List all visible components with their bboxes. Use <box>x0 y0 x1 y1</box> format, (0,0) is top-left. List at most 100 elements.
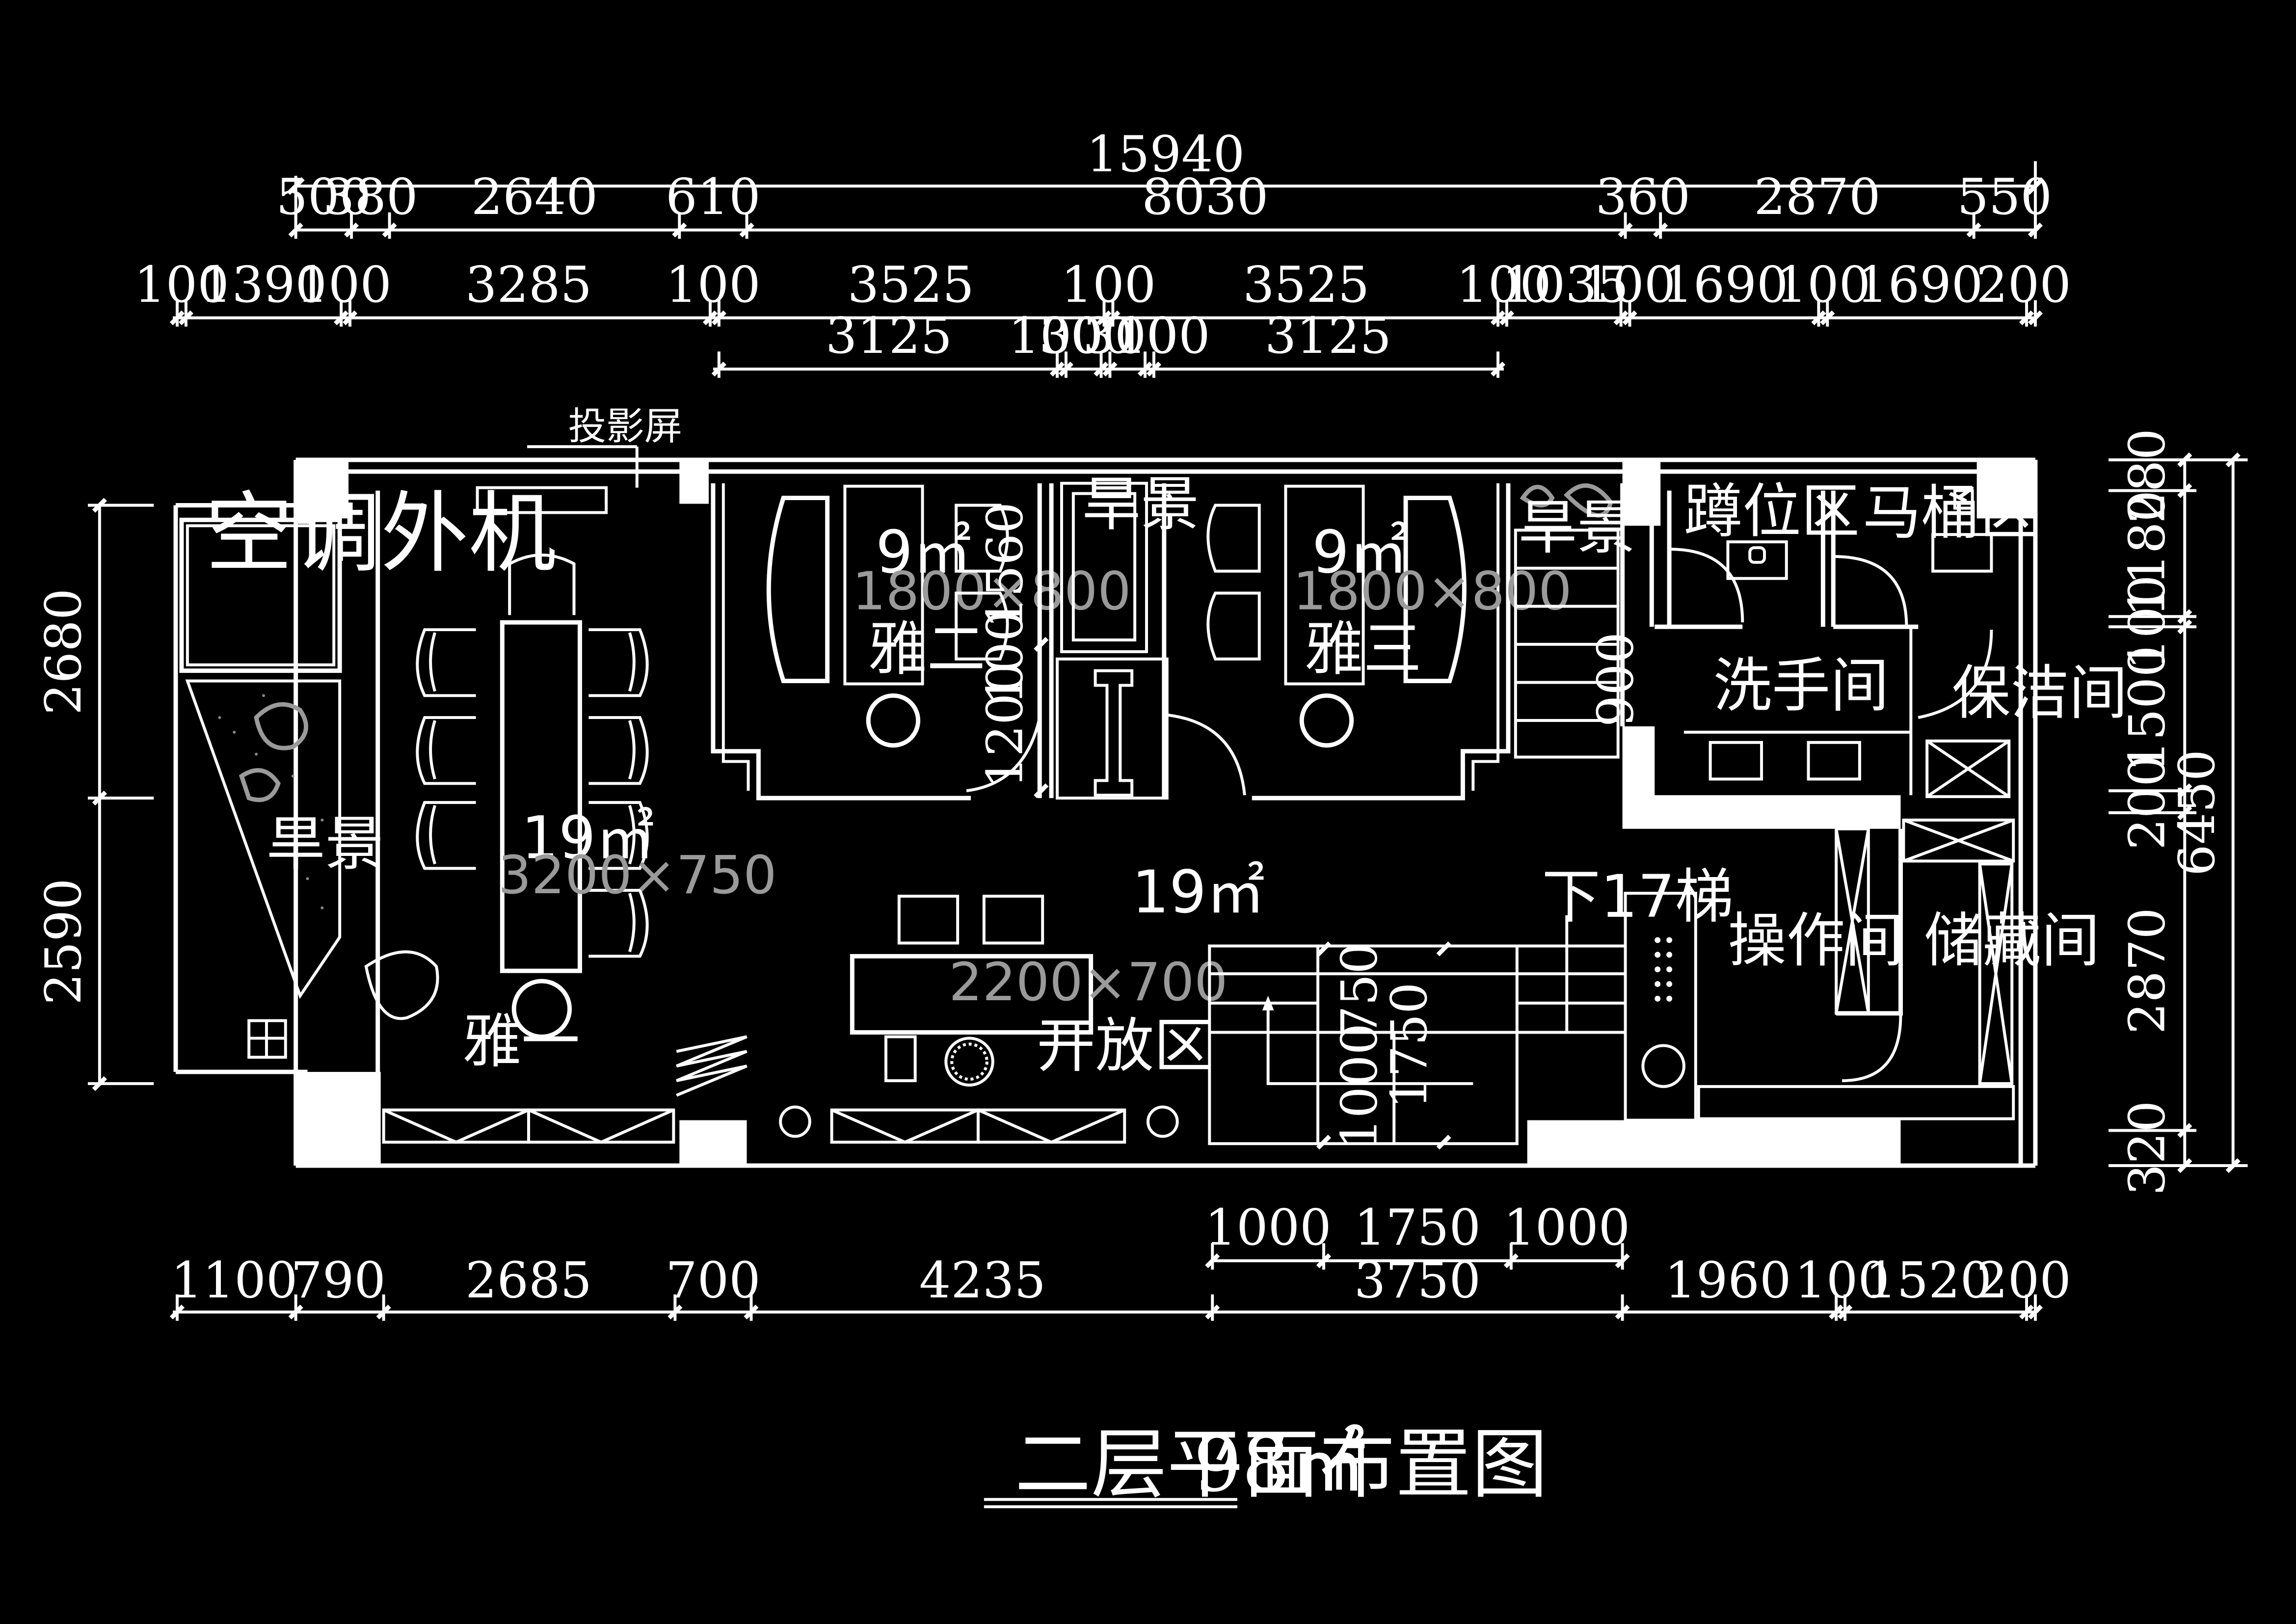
open-table-size: 2200×700 <box>949 952 1228 1013</box>
tick <box>1058 361 1074 377</box>
dim-row2-7: 3525 <box>1243 256 1369 314</box>
tick <box>344 222 359 238</box>
tick <box>702 310 718 325</box>
dim-left-1: 2590 <box>34 878 92 1005</box>
dim-right-5: 2870 <box>2118 907 2176 1034</box>
dim-row2-6: 100 <box>1061 256 1156 314</box>
middle-dry-scape: 旱景 <box>1037 470 1200 800</box>
dim-row3-3: 300 <box>1083 307 1178 365</box>
stairs-down-label: 下17梯 <box>1542 863 1734 931</box>
chair <box>416 716 476 785</box>
tick <box>288 1305 303 1320</box>
dim-bottom-row2-3: 700 <box>666 1251 761 1309</box>
open-area-size: 19㎡ <box>1132 858 1265 927</box>
tick <box>1829 1305 1844 1320</box>
tick <box>1966 222 1981 238</box>
dim-bottom-row1-2: 1000 <box>1503 1198 1630 1256</box>
room3-area: 9㎡ <box>1312 519 1408 587</box>
dim-row1-1: 380 <box>323 168 418 226</box>
chair <box>588 889 649 958</box>
tick <box>2177 452 2192 468</box>
inner-dim-3: 900 <box>1587 632 1645 727</box>
room1-name: 雅一 <box>463 1008 580 1076</box>
dim-bottom-row2-0: 1100 <box>171 1251 297 1309</box>
tick <box>2177 1123 2192 1138</box>
tick <box>1316 1135 1332 1150</box>
tick <box>2028 310 2043 325</box>
dry-scape-mid-label: 旱景 <box>1082 470 1200 538</box>
tick <box>1137 361 1153 377</box>
conference-table <box>500 620 582 973</box>
tick <box>1653 222 1668 238</box>
tick <box>2177 805 2192 821</box>
cabinet-unit <box>527 1108 675 1144</box>
dim-row2-9: 1035 <box>1502 256 1629 314</box>
tick <box>1615 1253 1630 1269</box>
tick <box>169 1305 185 1320</box>
room1-table-size: 3200×750 <box>498 845 776 906</box>
room3-table-size: 1800×800 <box>1293 560 1572 622</box>
title-area: 98㎡ <box>1193 1420 1366 1509</box>
tick <box>2177 619 2192 635</box>
tick <box>1205 1253 1220 1269</box>
dim-row1-0: 500 <box>276 168 372 226</box>
drawing-title: 二层平面布置图 98㎡ <box>984 1420 1548 1509</box>
squat-area-label: 蹲位区 <box>1684 478 1860 546</box>
tick <box>1820 310 1835 325</box>
inner-dimensions: 1560 100 1200 900 750 1750 1000 <box>976 502 1644 1150</box>
bottom-dimensions: 1000 1750 1000 1100 790 2685 700 4235 37… <box>171 1198 2071 1314</box>
dim-row2-5: 3525 <box>848 256 974 314</box>
dim-row2-13: 1690 <box>1856 256 1983 314</box>
dim-left-0: 2680 <box>34 588 92 715</box>
tick <box>288 222 303 238</box>
room1-area: 19㎡ <box>521 804 654 872</box>
column-3 <box>1622 459 1661 526</box>
dim-bottom-row2-2: 2685 <box>465 1251 592 1309</box>
dim-row2-4: 100 <box>666 256 761 314</box>
dim-bottom-row2-4: 4235 <box>919 1251 1046 1309</box>
right-dry-scape: 旱景 <box>1514 483 1636 759</box>
chair <box>508 553 576 615</box>
dim-row1-3: 610 <box>666 168 761 226</box>
column-4 <box>1976 459 2035 519</box>
washroom-wall <box>1622 726 1901 829</box>
left-dimensions: 2680 2590 <box>34 504 154 1085</box>
ac-unit-label: 空调外机 <box>205 483 557 585</box>
dim-right-1: 1180 <box>2118 490 2176 617</box>
dim-right-7: 6450 <box>2168 749 2226 876</box>
dim-bottom-row2-6: 1960 <box>1664 1251 1791 1309</box>
column-2 <box>679 459 709 504</box>
tick <box>1811 310 1826 325</box>
dim-row2-1: 1390 <box>200 256 327 314</box>
dim-row3-5: 3125 <box>1265 307 1391 365</box>
inner-dim-0: 1560 <box>976 502 1034 629</box>
dim-row2-0: 100 <box>134 256 229 314</box>
room2: 9㎡ 1800×800 雅二 <box>711 483 1131 800</box>
tick <box>92 498 107 513</box>
dim-right-0: 280 <box>2118 428 2176 524</box>
staircase: 下17梯 <box>1208 863 1734 1145</box>
operation-room-label: 操作间 <box>1728 906 1903 975</box>
tick <box>92 1076 107 1092</box>
column-1 <box>295 459 349 519</box>
dim-bottom-row2-5: 3750 <box>1354 1251 1481 1309</box>
toilet-area-label: 马桶区 <box>1863 479 2038 547</box>
tick <box>1146 361 1162 377</box>
washroom-area: 蹲位区 马桶区 洗手间 保洁间 <box>1620 478 2128 799</box>
room2-name: 雅二 <box>868 615 986 684</box>
dim-row2-11: 1690 <box>1661 256 1788 314</box>
tick <box>1094 361 1109 377</box>
dry-scape-right-label: 旱景 <box>1519 494 1636 562</box>
tick <box>1205 1305 1220 1320</box>
tick <box>1490 310 1506 325</box>
tick <box>667 1305 683 1320</box>
storage-room-label: 储藏间 <box>1924 906 2100 975</box>
top-dimensions: 15940 500 380 2640 610 8030 360 2870 550… <box>134 125 2071 371</box>
open-area-label: 开放区 <box>1037 1012 1212 1080</box>
chair <box>416 628 476 697</box>
tick <box>2177 609 2192 624</box>
cabinet-unit <box>382 1108 530 1144</box>
tick <box>1102 361 1118 377</box>
dim-right-6: 320 <box>2118 1100 2176 1196</box>
